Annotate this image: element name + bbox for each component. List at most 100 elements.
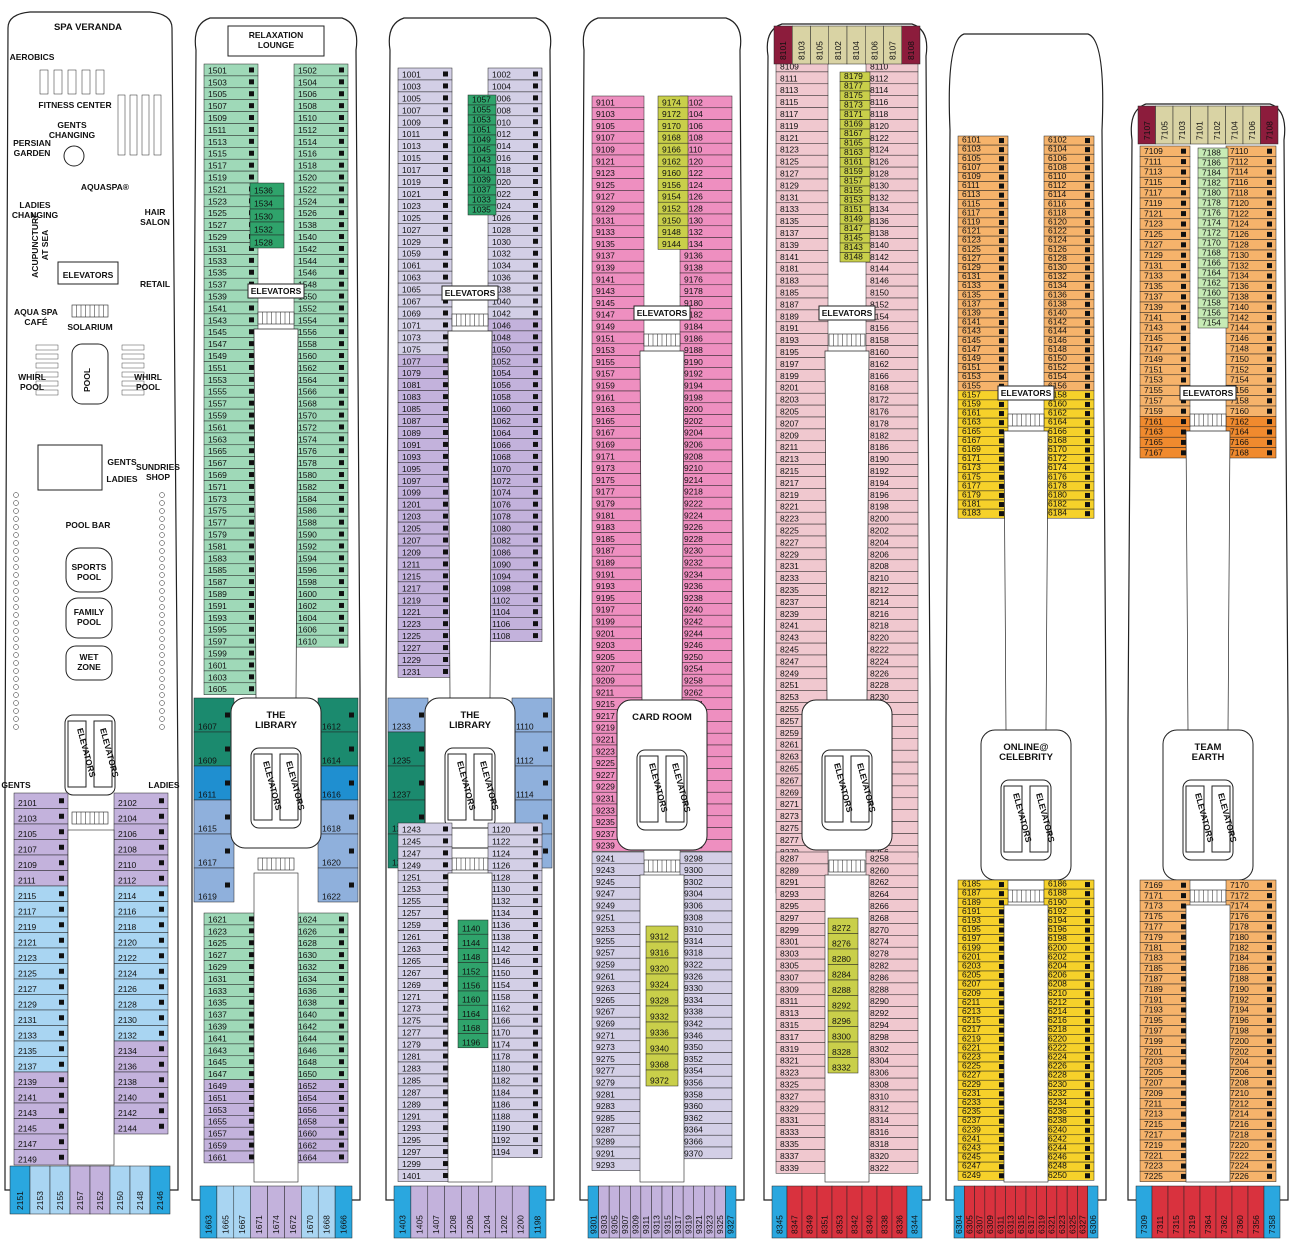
inner-cabin[interactable]: 8284 — [827, 964, 859, 981]
starboard-cabin[interactable]: 1132 — [487, 894, 543, 907]
inner-cabin[interactable]: 9148 — [657, 225, 689, 238]
port-cabin[interactable]: 7223 — [1139, 1160, 1191, 1172]
port-cabin[interactable]: 8287 — [775, 851, 829, 865]
starboard-cabin[interactable]: 1086 — [487, 545, 543, 559]
starboard-cabin[interactable]: 1180 — [487, 1061, 543, 1075]
port-cabin[interactable]: 9241 — [591, 851, 645, 865]
port-cabin[interactable]: 8337 — [775, 1149, 829, 1162]
starboard-cabin[interactable]: 7214 — [1225, 1108, 1277, 1120]
starboard-cabin[interactable]: 8274 — [865, 935, 919, 948]
starboard-cabin[interactable]: 1090 — [487, 557, 543, 571]
port-cabin[interactable]: 8195 — [775, 345, 829, 358]
starboard-cabin[interactable]: 8210 — [865, 571, 919, 584]
port-cabin[interactable]: 2145 — [13, 1118, 69, 1135]
port-cabin[interactable]: 8215 — [775, 464, 829, 477]
suite-cabin[interactable]: 1614 — [317, 731, 359, 767]
port-cabin[interactable]: 1579 — [203, 527, 259, 541]
stern-cabin[interactable]: 6315 — [1015, 1185, 1027, 1239]
port-cabin[interactable]: 7183 — [1139, 952, 1191, 964]
port-cabin[interactable]: 2101 — [13, 792, 69, 809]
starboard-cabin[interactable]: 9308 — [679, 910, 733, 924]
starboard-cabin[interactable]: 8136 — [865, 214, 919, 227]
starboard-cabin[interactable]: 8228 — [865, 678, 919, 691]
starboard-cabin[interactable]: 1138 — [487, 930, 543, 943]
port-cabin[interactable]: 1519 — [203, 170, 259, 184]
stern-cabin[interactable]: 2155 — [49, 1165, 71, 1215]
port-cabin[interactable]: 8183 — [775, 273, 829, 287]
starboard-cabin[interactable]: 7206 — [1225, 1066, 1277, 1078]
stern-cabin[interactable]: 9315 — [661, 1185, 673, 1239]
starboard-cabin[interactable]: 7116 — [1225, 176, 1277, 188]
port-cabin[interactable]: 1021 — [397, 187, 453, 200]
port-cabin[interactable]: 7147 — [1139, 343, 1191, 355]
stern-cabin[interactable]: 1668 — [317, 1185, 336, 1239]
starboard-cabin[interactable]: 7188 — [1225, 973, 1277, 985]
starboard-cabin[interactable]: 9246 — [679, 638, 733, 651]
starboard-cabin[interactable]: 1606 — [293, 623, 349, 636]
stern-cabin[interactable]: 2146 — [149, 1165, 171, 1215]
port-cabin[interactable]: 8333 — [775, 1125, 829, 1138]
port-cabin[interactable]: 1585 — [203, 563, 259, 576]
starboard-cabin[interactable]: 1630 — [293, 948, 349, 961]
port-cabin[interactable]: 1511 — [203, 123, 259, 136]
port-cabin[interactable]: 9245 — [591, 875, 645, 888]
starboard-cabin[interactable]: 1182 — [487, 1073, 543, 1087]
starboard-cabin[interactable]: 8124 — [865, 143, 919, 156]
port-cabin[interactable]: 1401 — [397, 1169, 453, 1182]
inner-cabin[interactable]: 9320 — [645, 957, 679, 975]
starboard-cabin[interactable]: 8134 — [865, 202, 919, 215]
starboard-cabin[interactable]: 7138 — [1225, 291, 1277, 303]
port-cabin[interactable]: 9267 — [591, 1005, 645, 1018]
suite-cabin[interactable]: 1607 — [193, 697, 235, 733]
starboard-cabin[interactable]: 7190 — [1225, 983, 1277, 995]
starboard-cabin[interactable]: 1568 — [293, 396, 349, 410]
port-cabin[interactable]: 7121 — [1139, 208, 1191, 220]
port-cabin[interactable]: 7125 — [1139, 228, 1191, 240]
stern-cabin[interactable]: 7309 — [1135, 1185, 1153, 1239]
inner-cabin[interactable]: 9336 — [645, 1021, 679, 1039]
port-cabin[interactable]: 8339 — [775, 1161, 829, 1174]
starboard-cabin[interactable]: 2126 — [113, 978, 169, 995]
starboard-cabin[interactable]: 8200 — [865, 511, 919, 525]
port-cabin[interactable]: 8319 — [775, 1042, 829, 1055]
port-cabin[interactable]: 8231 — [775, 559, 829, 572]
starboard-cabin[interactable]: 8226 — [865, 666, 919, 680]
starboard-cabin[interactable]: 9210 — [679, 461, 733, 474]
port-cabin[interactable]: 7193 — [1139, 1004, 1191, 1016]
bow-cabin[interactable]: 8101 — [773, 25, 793, 65]
port-cabin[interactable]: 8313 — [775, 1006, 829, 1019]
starboard-cabin[interactable]: 2142 — [113, 1102, 169, 1119]
stern-cabin[interactable]: 6317 — [1025, 1185, 1037, 1239]
port-cabin[interactable]: 7203 — [1139, 1056, 1191, 1068]
starboard-cabin[interactable]: 8156 — [865, 321, 919, 334]
stern-cabin[interactable]: 8349 — [801, 1185, 818, 1239]
port-cabin[interactable]: 9181 — [591, 508, 645, 522]
port-cabin[interactable]: 8329 — [775, 1101, 829, 1115]
inner-cabin[interactable]: 7174 — [1197, 218, 1229, 229]
starboard-cabin[interactable]: 9176 — [679, 272, 733, 286]
port-cabin[interactable]: 7213 — [1139, 1108, 1191, 1120]
port-cabin[interactable]: 7151 — [1139, 364, 1191, 376]
stern-cabin[interactable]: 6311 — [994, 1185, 1006, 1239]
bow-cabin[interactable]: 8105 — [810, 25, 829, 65]
port-cabin[interactable]: 7161 — [1139, 416, 1191, 428]
suite-cabin[interactable]: 1620 — [317, 833, 359, 869]
port-cabin[interactable]: 8299 — [775, 923, 829, 936]
port-cabin[interactable]: 1281 — [397, 1049, 453, 1063]
inner-cabin[interactable]: 1534 — [249, 195, 285, 210]
inner-cabin[interactable]: 1536 — [249, 182, 285, 197]
starboard-cabin[interactable]: 9250 — [679, 650, 733, 663]
port-cabin[interactable]: 1569 — [203, 468, 259, 481]
inner-cabin[interactable]: 1528 — [249, 234, 285, 249]
port-cabin[interactable]: 9255 — [591, 934, 645, 947]
port-cabin[interactable]: 1547 — [203, 337, 259, 350]
port-cabin[interactable]: 1011 — [397, 127, 453, 140]
starboard-cabin[interactable]: 1542 — [293, 242, 349, 255]
port-cabin[interactable]: 8325 — [775, 1077, 829, 1091]
stern-cabin[interactable]: 6304 — [953, 1185, 965, 1239]
port-cabin[interactable]: 1019 — [397, 175, 453, 188]
port-cabin[interactable]: 1599 — [203, 646, 259, 660]
port-cabin[interactable]: 1095 — [397, 462, 453, 475]
stern-cabin[interactable]: 9301 — [587, 1185, 599, 1239]
port-cabin[interactable]: 1279 — [397, 1037, 453, 1051]
